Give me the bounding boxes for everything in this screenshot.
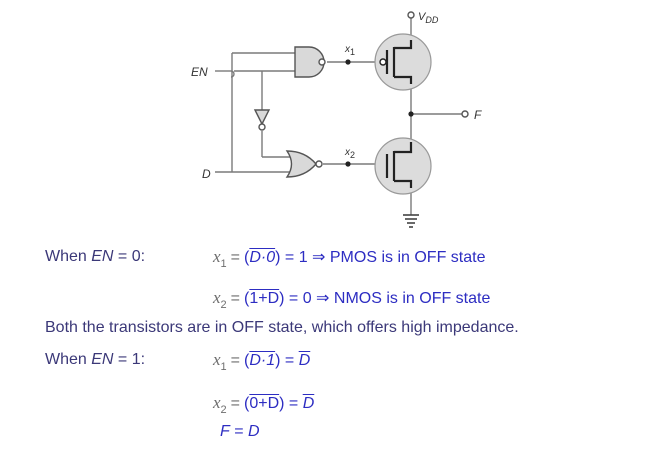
final-equation: F = D: [220, 423, 260, 440]
x2-label: x2: [344, 147, 355, 160]
case0-label: When EN = 0:: [45, 248, 146, 265]
x1-label: x1: [344, 44, 355, 57]
case1-eq2: x2=(0+D) = D: [213, 393, 315, 417]
en-input-label: EN: [191, 65, 208, 79]
case1-eq1: x1=(D·1) = D: [213, 350, 311, 374]
pmos-gate-bubble: [379, 58, 387, 66]
d-input-label: D: [202, 167, 211, 181]
circuit-diagram: EN D x1 x2 VDD F: [191, 11, 482, 228]
vdd-label: VDD: [418, 11, 439, 25]
f-output-label: F: [474, 108, 482, 122]
nor-gate: [285, 150, 323, 178]
nmos-transistor: [374, 137, 432, 195]
f-output-terminal: [461, 110, 469, 118]
inverter-gate: [253, 109, 271, 131]
case0-eq1: x1=(D·0) = 1 ⇒ PMOS is in OFF state: [213, 247, 486, 271]
output-node-dot: [408, 111, 414, 117]
case1-label: When EN = 1:: [45, 351, 146, 368]
ground-icon: [403, 214, 419, 228]
nor-bubble: [315, 160, 323, 168]
nand-bubble: [318, 58, 326, 66]
inverter-bubble: [258, 123, 266, 131]
conclusion-text: Both the transistors are in OFF state, w…: [45, 319, 519, 336]
x1-node-dot: [345, 59, 351, 65]
x2-node-dot: [345, 161, 351, 167]
nand-gate: [294, 46, 326, 78]
case0-eq2: x2=(1+D) = 0 ⇒ NMOS is in OFF state: [213, 288, 491, 312]
pmos-transistor: [374, 33, 432, 91]
vdd-terminal: [407, 11, 415, 19]
